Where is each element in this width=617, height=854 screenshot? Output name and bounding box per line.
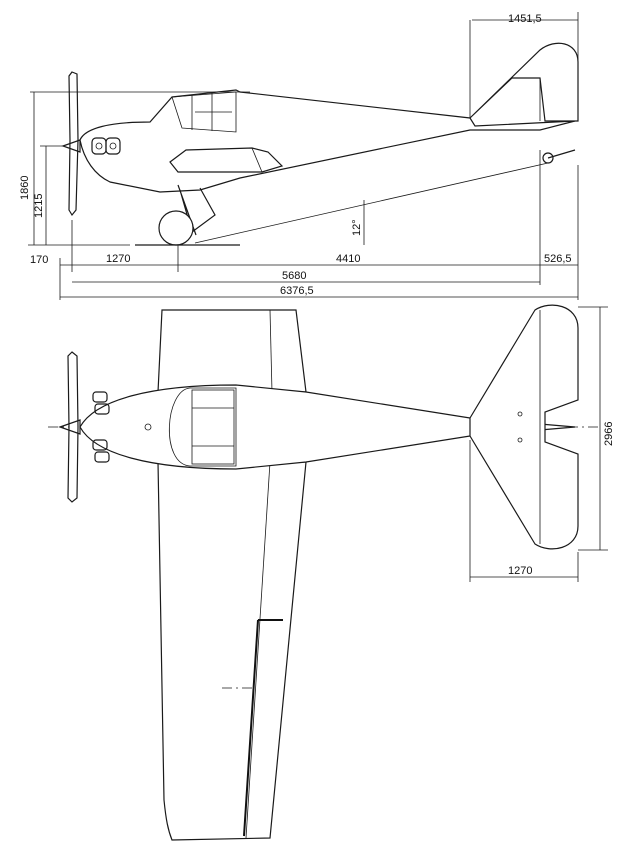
dim-wheel-to-tail: 4410 [336,253,360,265]
plan-wing-lower [157,461,307,841]
plan-view [48,304,608,841]
side-fin [469,42,579,122]
side-wing-root [169,147,284,173]
dim-tailplane-chord: 1270 [508,565,532,577]
plan-cockpit [168,387,237,467]
dim-tailplane-span: 2966 [603,422,615,446]
dim-overall-height: 1860 [19,176,31,200]
side-propeller [68,71,79,217]
engine-cylinders [91,137,121,155]
aileron [243,619,283,837]
dim-tail-overhang: 526,5 [544,253,572,265]
plan-propeller [67,351,79,503]
dim-overall-length: 6376,5 [280,285,314,297]
side-view [28,12,579,300]
dim-nose-to-wheel: 1270 [106,253,130,265]
side-dimension-labels: 1451,5 1860 1215 12° 170 1270 4410 526,5… [19,13,572,297]
dim-prop-offset: 170 [30,254,48,266]
side-spinner [61,139,81,153]
side-canopy [171,91,237,133]
dim-ground-angle: 12° [351,219,363,236]
side-wheel [158,210,194,246]
plan-wing-upper [157,309,307,393]
side-fuselage [79,89,576,193]
dim-fuselage-length: 5680 [282,270,306,282]
plan-dimension-labels: 2966 1270 [508,422,615,577]
plan-fuselage [79,384,576,470]
dim-prop-axis-height: 1215 [33,194,45,218]
dim-tail-height: 1451,5 [508,13,542,25]
plan-engine-cylinders [92,391,110,463]
